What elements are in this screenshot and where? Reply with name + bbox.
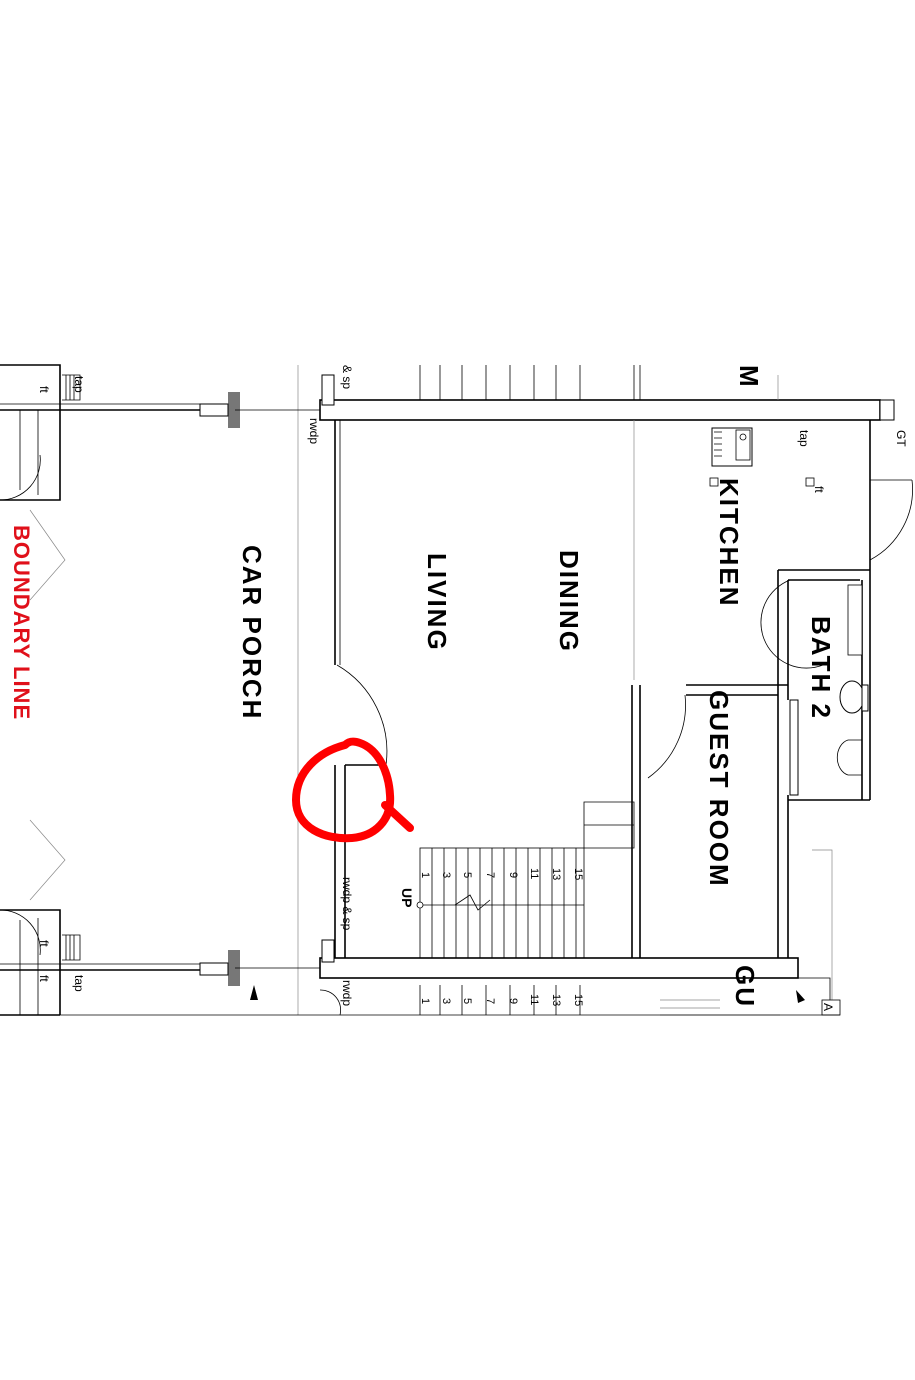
dining-label: DINING	[554, 550, 584, 653]
stair-num: 13	[550, 868, 562, 880]
stair-top	[419, 365, 581, 400]
stair-main	[416, 847, 585, 1015]
car-porch-label: CAR PORCH	[237, 545, 267, 720]
tap-note: tap	[797, 430, 811, 447]
stair-num: 3	[440, 998, 452, 1004]
guest-partial-label: GU	[730, 965, 760, 1008]
rwdp-sp-note: rwdp & sp	[340, 877, 354, 931]
stair-num: 9	[507, 998, 519, 1004]
stair-numbers-main: 1 3 5 7 9 11 13 15	[419, 868, 584, 880]
stair-num: 9	[507, 872, 519, 878]
guest-room-label: GUEST ROOM	[704, 690, 734, 888]
room-labels: BOUNDARY LINE CAR PORCH LIVING DINING KI…	[9, 365, 836, 1008]
bath-2-label: BATH 2	[806, 616, 836, 720]
boundary-line-label: BOUNDARY LINE	[9, 525, 34, 720]
tap-note: tap	[72, 376, 86, 393]
plan-notes: tap ft tap ft ft & sp rwdp rwdp & sp rwd…	[37, 365, 908, 1011]
stair-num: 13	[550, 994, 562, 1006]
gt-note: GT	[894, 430, 908, 447]
stair-num: 5	[461, 998, 473, 1004]
living-label: LIVING	[422, 553, 452, 652]
kitchen-label: KITCHEN	[714, 478, 744, 608]
red-annotation-circle	[292, 737, 414, 843]
rwdp-note: rwdp	[340, 980, 354, 1006]
a-mark-note: A	[821, 1003, 835, 1011]
stair-num: 5	[461, 872, 473, 878]
ft-note: ft	[37, 975, 51, 982]
stair-num: 7	[484, 872, 496, 878]
main-walls	[235, 365, 913, 1016]
ft-note: ft	[37, 386, 51, 393]
neighbour-top-left	[0, 364, 240, 501]
stair-num: 15	[572, 994, 584, 1006]
partial-top-label: M	[734, 365, 764, 389]
stair-num: 3	[440, 872, 452, 878]
rwdp-note: rwdp	[307, 418, 321, 444]
stair-num: 11	[528, 994, 540, 1005]
stair-num: 15	[572, 868, 584, 880]
ft-note: ft	[37, 940, 51, 947]
plan-drawing	[0, 364, 913, 1016]
ft-note: ft	[812, 486, 826, 493]
stair-numbers-lower: 1 3 5 7 9 11 13 15	[419, 994, 584, 1006]
tap-note: tap	[72, 975, 86, 992]
sp-note: & sp	[340, 365, 354, 389]
stair-num: 7	[484, 998, 496, 1004]
stair-num: 1	[419, 998, 431, 1004]
stair-num: 11	[528, 868, 540, 879]
stair-num: 1	[419, 872, 431, 878]
up-note: UP	[399, 888, 415, 907]
